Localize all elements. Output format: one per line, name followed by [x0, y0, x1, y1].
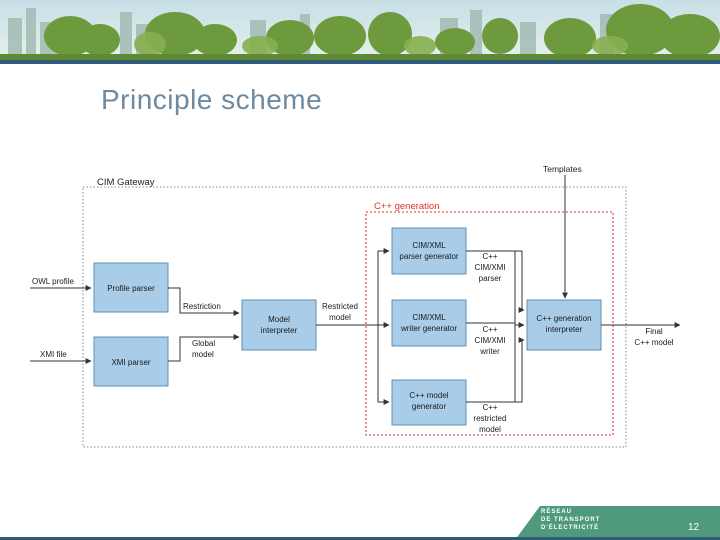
- cpp-generation-interpreter-box: [526, 299, 602, 351]
- cpp-parser-label-2: CIM/XMI: [474, 263, 505, 272]
- principle-scheme-diagram: CIM Gateway C++ generation Templates OWL…: [30, 164, 681, 448]
- templates-label: Templates: [543, 164, 582, 174]
- cpp-parser-label-3: parser: [479, 274, 502, 283]
- cpp-parser-label-1: C++: [482, 252, 497, 261]
- cim-gateway-frame: [82, 186, 627, 448]
- cpp-restricted-model-label-2: restricted: [474, 414, 507, 423]
- cpp-restricted-model-label-3: model: [479, 425, 501, 434]
- model-interpreter-text-2: interpreter: [261, 326, 298, 335]
- brand-line-3: D'ÉLECTRICITÉ: [541, 525, 600, 531]
- model-interpreter-box: [241, 299, 317, 351]
- cpp-writer-label-3: writer: [479, 347, 500, 356]
- restriction-label: Restriction: [183, 302, 221, 311]
- cim-xml-writer-generator-text-1: CIM/XML: [412, 313, 446, 322]
- cim-xml-writer-generator-box: [391, 299, 467, 347]
- brand-line-2: DE TRANSPORT: [541, 517, 601, 523]
- profile-parser-box: [93, 262, 169, 313]
- owl-profile-label: OWL profile: [32, 277, 74, 286]
- cpp-generation-frame: [365, 211, 614, 436]
- page-number: 12: [688, 522, 700, 533]
- header-banner: [0, 0, 720, 64]
- cpp-restricted-model-label-1: C++: [482, 403, 497, 412]
- cpp-generation-label: C++ generation: [374, 201, 440, 212]
- final-model-label-1: Final: [645, 327, 663, 336]
- cpp-generation-interpreter-text-2: interpreter: [546, 325, 583, 334]
- cpp-writer-label-2: CIM/XMI: [474, 336, 505, 345]
- brand-line-1: RÉSEAU: [541, 509, 573, 515]
- global-model-label-1: Global: [192, 339, 215, 348]
- model-interpreter-text-1: Model: [268, 315, 290, 324]
- cim-xml-parser-generator-text-2: parser generator: [399, 252, 458, 261]
- cpp-model-generator-box: [391, 379, 467, 426]
- final-model-label-2: C++ model: [634, 338, 673, 347]
- cim-gateway-label: CIM Gateway: [97, 177, 155, 188]
- page-title: Principle scheme: [101, 84, 323, 115]
- global-model-label-2: model: [192, 350, 214, 359]
- xmi-parser-text: XMI parser: [111, 358, 150, 367]
- profile-parser-text: Profile parser: [107, 284, 155, 293]
- cim-xml-writer-generator-text-2: writer generator: [400, 324, 457, 333]
- footer-band: [0, 506, 720, 540]
- cpp-model-generator-text-1: C++ model: [409, 391, 448, 400]
- cpp-writer-label-1: C++: [482, 325, 497, 334]
- restricted-model-label-2: model: [329, 313, 351, 322]
- cpp-generation-interpreter-text-1: C++ generation: [536, 314, 591, 323]
- cpp-model-generator-text-2: generator: [412, 402, 447, 411]
- cim-xml-parser-generator-box: [391, 227, 467, 275]
- restricted-model-label-1: Restricted: [322, 302, 358, 311]
- xmi-file-label: XMI file: [40, 350, 67, 359]
- cim-xml-parser-generator-text-1: CIM/XML: [412, 241, 446, 250]
